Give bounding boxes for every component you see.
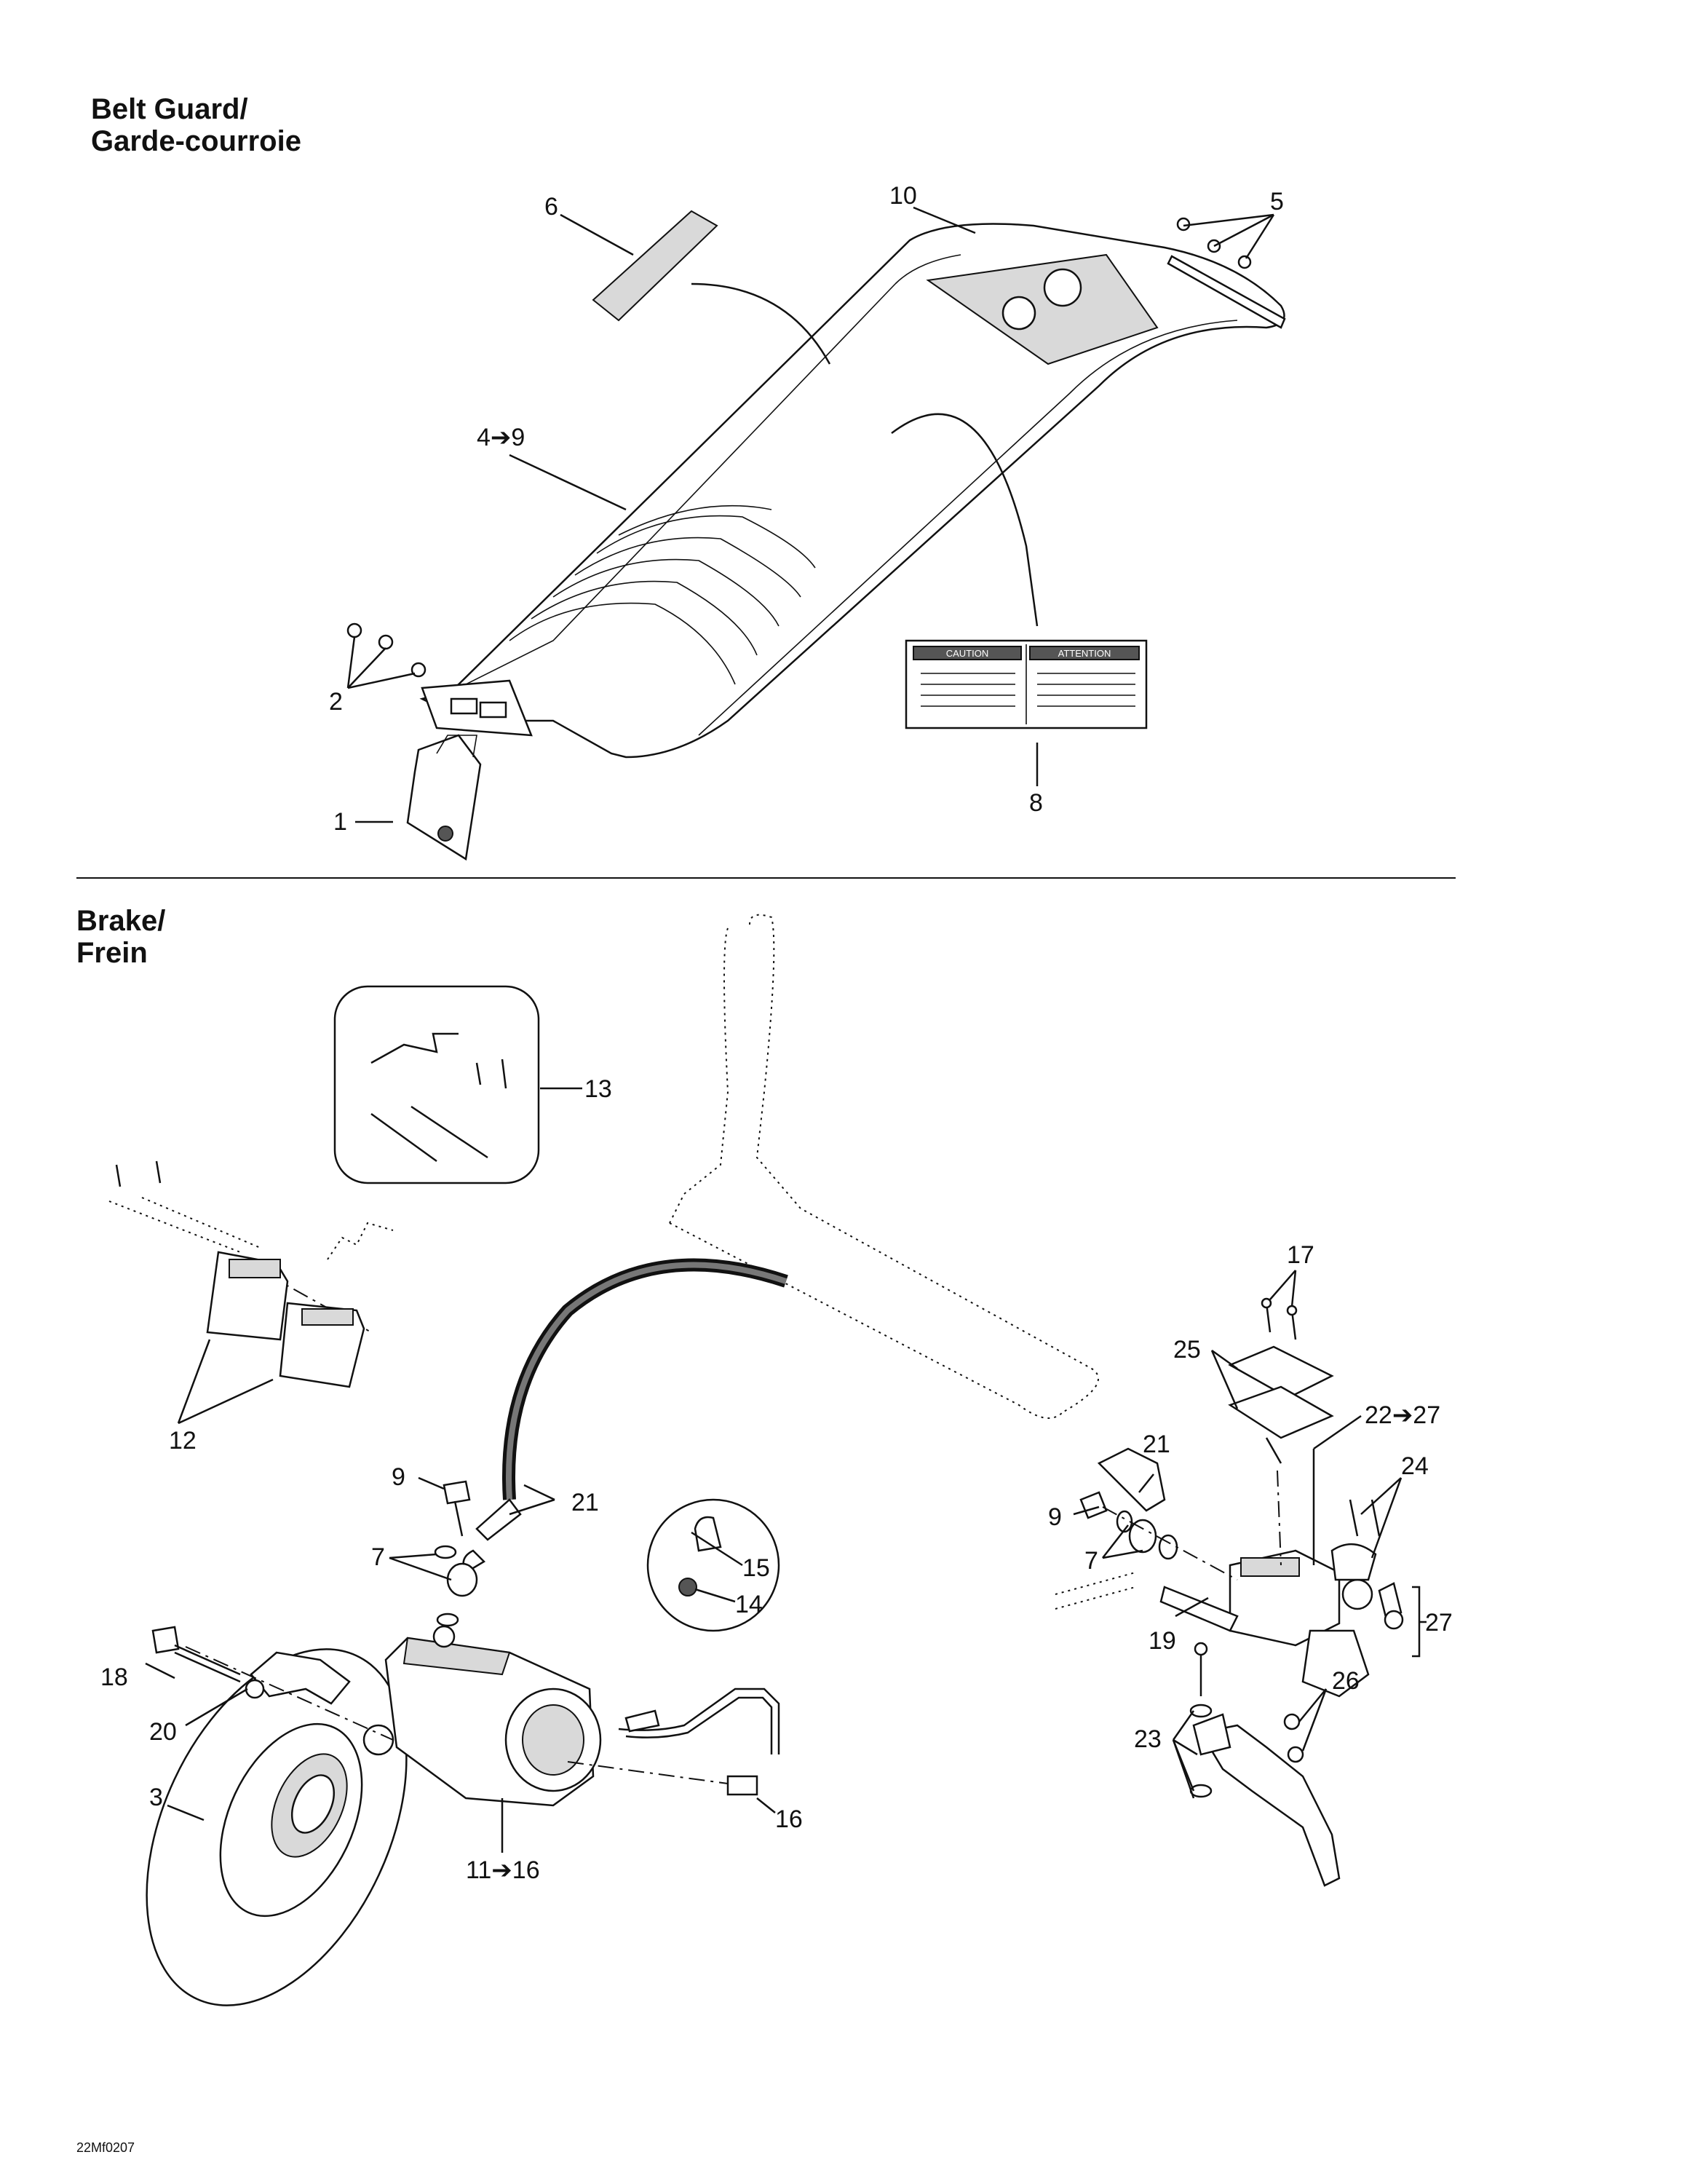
callout-18: 18 bbox=[100, 1663, 128, 1691]
callout-23: 23 bbox=[1134, 1725, 1162, 1753]
bracket-part-1 bbox=[406, 734, 482, 861]
callout-9-right: 9 bbox=[1048, 1503, 1062, 1531]
nut-icon bbox=[346, 622, 427, 678]
brake-leaders bbox=[145, 1087, 1427, 1853]
belt-callouts: 1 2 4➔9 5 6 8 10 bbox=[329, 182, 1284, 836]
callout-26: 26 bbox=[1332, 1667, 1360, 1695]
callout-14: 14 bbox=[735, 1591, 763, 1618]
callout-8: 8 bbox=[1029, 789, 1043, 817]
belt-guard-title-line2: Garde-courroie bbox=[91, 125, 301, 157]
assembly-lines bbox=[185, 1470, 1282, 1784]
belt-guard-title-line1: Belt Guard/ bbox=[91, 93, 248, 125]
brake-title-line2: Frein bbox=[76, 937, 148, 969]
callout-13: 13 bbox=[584, 1075, 612, 1103]
callout-27: 27 bbox=[1425, 1609, 1453, 1637]
figure-code: 22Mf0207 bbox=[76, 2140, 135, 2155]
belt-guard-cover bbox=[419, 223, 1285, 759]
decal-part-6 bbox=[592, 210, 718, 322]
belt-guard-title: Belt Guard/ Garde-courroie bbox=[91, 93, 301, 157]
callout-24: 24 bbox=[1401, 1452, 1429, 1480]
callout-7-left: 7 bbox=[371, 1543, 385, 1571]
brake-disc-part-3 bbox=[146, 1648, 408, 2006]
brake-hose bbox=[462, 1258, 788, 1574]
callout-4-9: 4➔9 bbox=[477, 424, 525, 451]
callout-10: 10 bbox=[889, 182, 917, 210]
brake-pads-part-12 bbox=[206, 1251, 365, 1388]
hardware-kit-inset-13 bbox=[333, 985, 540, 1184]
callout-12: 12 bbox=[169, 1427, 197, 1455]
bleeder-inset-14-15 bbox=[646, 1498, 780, 1632]
switch-part-27 bbox=[1378, 1582, 1404, 1630]
piston-part-19 bbox=[1055, 1572, 1239, 1632]
banjo-bolt-left bbox=[434, 1480, 478, 1627]
banjo-bolt-right bbox=[1079, 1447, 1178, 1560]
callout-20: 20 bbox=[149, 1718, 177, 1746]
warning-label-part-8: CAUTION ATTENTION bbox=[905, 639, 1148, 729]
callout-11-16: 11➔16 bbox=[466, 1856, 540, 1884]
bleed-line-part-16 bbox=[618, 1688, 780, 1796]
bracket-part-20 bbox=[245, 1651, 351, 1705]
belt-leaders bbox=[346, 206, 1275, 823]
brake-callouts: 13 12 9 21 7 15 14 18 20 3 11➔16 16 17 2… bbox=[100, 1075, 1453, 1884]
callout-25: 25 bbox=[1173, 1336, 1201, 1364]
callout-1: 1 bbox=[333, 808, 347, 836]
callout-21-left: 21 bbox=[571, 1489, 599, 1516]
warning-label-right-heading: ATTENTION bbox=[1058, 648, 1111, 659]
brake-caliper-part-11 bbox=[362, 1625, 602, 1807]
reservoir-cover-part-25 bbox=[1228, 1345, 1334, 1464]
callout-7-right: 7 bbox=[1084, 1547, 1098, 1575]
callout-16: 16 bbox=[775, 1805, 803, 1833]
warning-label-left-heading: CAUTION bbox=[946, 648, 989, 659]
brake-title-line1: Brake/ bbox=[76, 905, 166, 937]
brake-title: Brake/ Frein bbox=[76, 905, 165, 969]
callout-17: 17 bbox=[1287, 1241, 1314, 1269]
callout-19: 19 bbox=[1149, 1627, 1176, 1655]
handlebar-outline bbox=[669, 914, 1099, 1419]
callout-9-left: 9 bbox=[392, 1463, 405, 1491]
master-cylinder-part-22 bbox=[1229, 1549, 1373, 1698]
lever-part-23 bbox=[1189, 1642, 1341, 1887]
callout-5: 5 bbox=[1270, 188, 1284, 215]
callout-2: 2 bbox=[329, 688, 343, 716]
callout-6: 6 bbox=[544, 193, 558, 221]
callout-15: 15 bbox=[742, 1554, 770, 1582]
callout-21-right: 21 bbox=[1143, 1431, 1170, 1458]
callout-22-27: 22➔27 bbox=[1365, 1401, 1440, 1429]
callout-3: 3 bbox=[149, 1784, 163, 1811]
bolt-part-18 bbox=[151, 1626, 241, 1683]
screws-part-17 bbox=[1261, 1297, 1298, 1340]
clamp-part-24 bbox=[1330, 1499, 1381, 1581]
